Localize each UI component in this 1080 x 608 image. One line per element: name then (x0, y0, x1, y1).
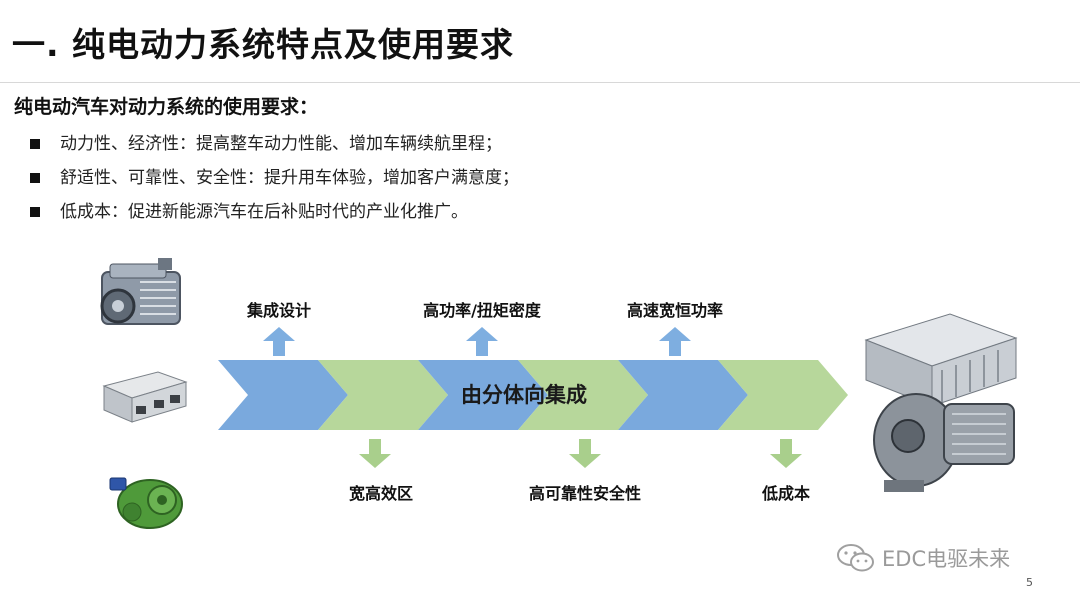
chevron-green-2 (518, 360, 648, 430)
section-subtitle: 纯电动汽车对动力系统的使用要求： (14, 96, 319, 118)
bottom-label: 宽高效区 (349, 484, 413, 503)
square-bullet-icon (30, 207, 40, 217)
list-item-text: 舒适性、可靠性、安全性：提升用车体验，增加客户满意度； (60, 168, 519, 188)
up-arrow-icon (263, 327, 295, 356)
requirement-list: 动力性、经济性：提高整车动力性能、增加车辆续航里程； 舒适性、可靠性、安全性：提… (30, 127, 519, 229)
up-arrow-icon (659, 327, 691, 356)
bottom-label: 高可靠性安全性 (529, 484, 641, 503)
controller-image (102, 371, 188, 423)
list-item: 低成本：促进新能源汽车在后补贴时代的产业化推广。 (30, 195, 519, 229)
square-bullet-icon (30, 173, 40, 183)
watermark-text: EDC电驱未来 (882, 547, 1011, 571)
gearbox-image (109, 477, 183, 529)
chevron-green-3 (718, 360, 848, 430)
center-label: 由分体向集成 (461, 383, 587, 407)
page-title: 一. 纯电动力系统特点及使用要求 (12, 25, 515, 64)
chevron-blue-3 (618, 360, 748, 430)
top-label: 高功率/扭矩密度 (423, 301, 542, 320)
bottom-label: 低成本 (761, 484, 810, 503)
list-item-text: 动力性、经济性：提高整车动力性能、增加车辆续航里程； (60, 134, 502, 154)
list-item: 动力性、经济性：提高整车动力性能、增加车辆续航里程； (30, 127, 519, 161)
down-arrow-icon (569, 439, 601, 468)
chevron-green-1 (318, 360, 448, 430)
square-bullet-icon (30, 139, 40, 149)
chevron-blue-1 (218, 360, 348, 430)
list-item-text: 低成本：促进新能源汽车在后补贴时代的产业化推广。 (60, 202, 468, 222)
down-arrow-icon (359, 439, 391, 468)
list-item: 舒适性、可靠性、安全性：提升用车体验，增加客户满意度； (30, 161, 519, 195)
top-label: 集成设计 (246, 301, 311, 320)
down-arrow-icon (770, 439, 802, 468)
motor-image (100, 258, 181, 325)
top-label: 高速宽恒功率 (627, 301, 723, 320)
up-arrow-icon (466, 327, 498, 356)
title-divider (0, 82, 1080, 83)
integrated-drive-unit-image (864, 313, 1018, 492)
page-number: 5 (1026, 576, 1033, 589)
chevron-blue-2 (418, 360, 548, 430)
wechat-icon (837, 544, 874, 572)
watermark: EDC电驱未来 (836, 543, 1010, 573)
